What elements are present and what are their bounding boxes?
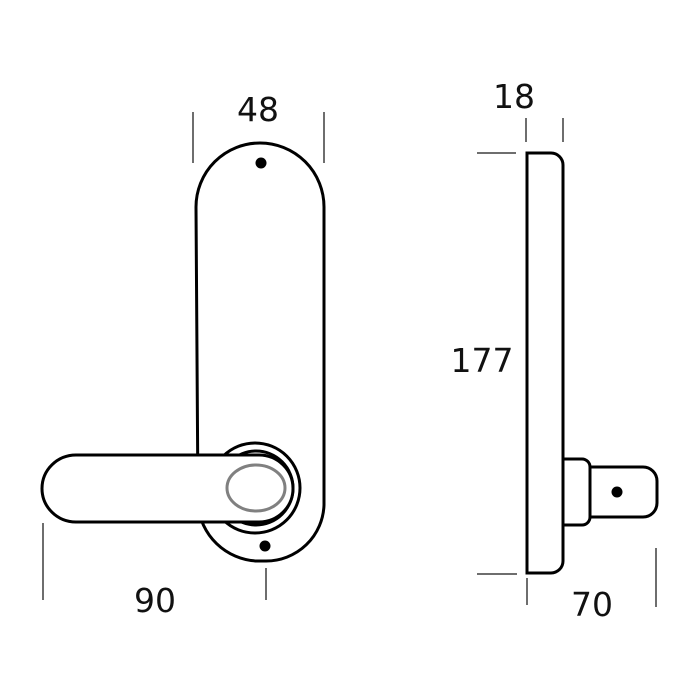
label-lever-length: 90 — [134, 581, 176, 620]
label-lever-projection: 70 — [571, 585, 613, 624]
dimension-lines — [42, 112, 657, 607]
bottom-screw-icon — [259, 540, 271, 552]
top-screw-icon — [255, 157, 267, 169]
fingerprint-sensor — [225, 463, 287, 513]
side-collar — [561, 457, 592, 527]
label-plate-depth: 18 — [493, 77, 535, 116]
side-lever-shaft — [588, 465, 659, 519]
side-view — [525, 151, 659, 575]
label-plate-width: 48 — [237, 90, 279, 129]
front-view — [40, 141, 326, 563]
shaft-screw-icon — [611, 486, 623, 498]
dimension-labels: 48 18 177 90 70 — [134, 77, 613, 624]
side-plate — [525, 151, 565, 575]
label-plate-height: 177 — [451, 341, 514, 380]
lever — [40, 453, 295, 524]
